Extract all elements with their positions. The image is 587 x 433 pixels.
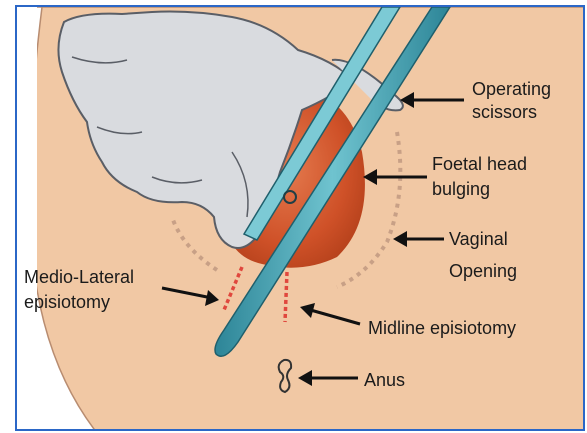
label-foetal-head-line1: Foetal head: [432, 154, 527, 174]
label-medio-lateral-line1: Medio-Lateral: [24, 267, 134, 287]
label-vaginal-opening-line1: Vaginal: [449, 229, 508, 249]
label-foetal-head-line2: bulging: [432, 179, 490, 199]
diagram-frame: Operating scissors Foetal head bulging V…: [15, 5, 585, 431]
label-operating-scissors-line2: scissors: [472, 102, 537, 122]
left-margin: [17, 7, 37, 431]
label-operating-scissors-line1: Operating: [472, 79, 551, 99]
episiotomy-diagram: Operating scissors Foetal head bulging V…: [17, 7, 585, 431]
label-anus: Anus: [364, 370, 405, 390]
label-medio-lateral-line2: episiotomy: [24, 292, 110, 312]
label-vaginal-opening-line2: Opening: [449, 261, 517, 281]
label-midline: Midline episiotomy: [368, 318, 516, 338]
